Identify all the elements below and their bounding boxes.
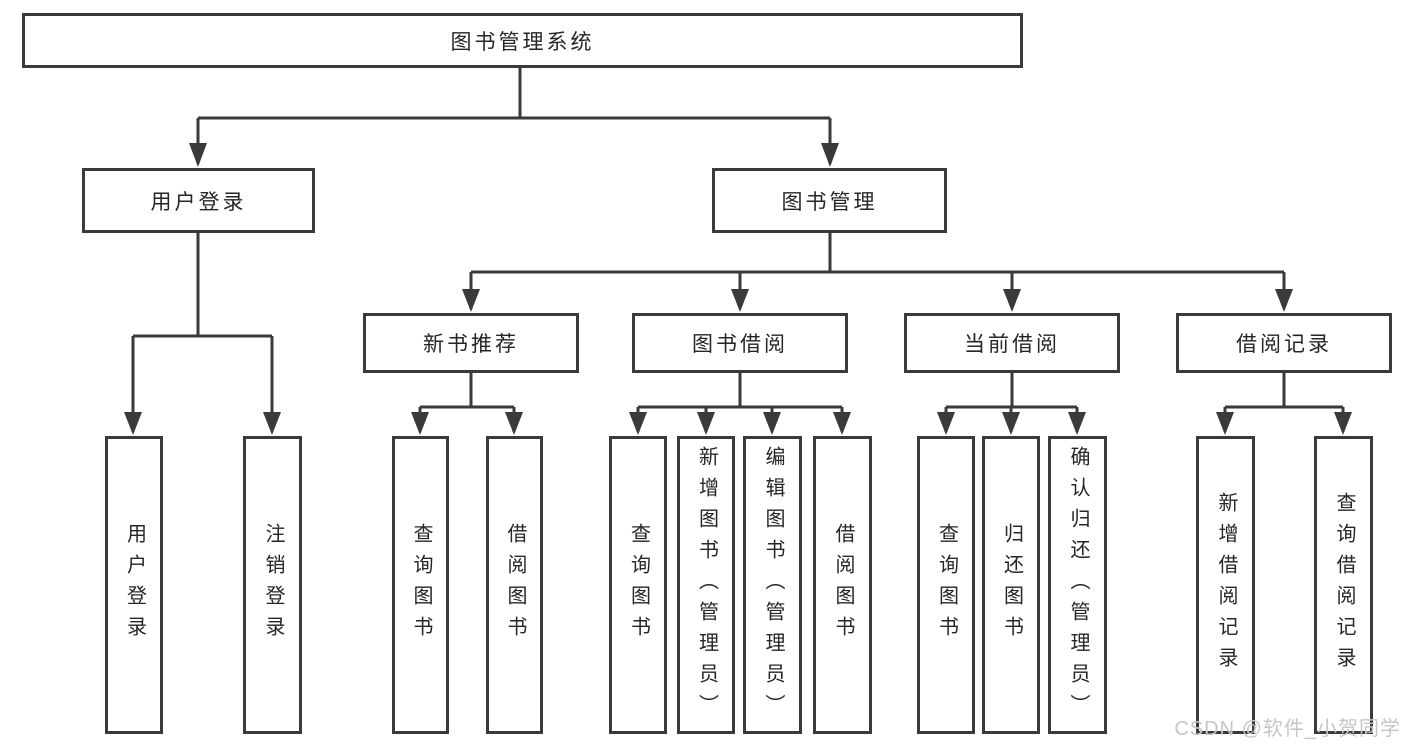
leaf-query-borrow-record-label: 查询借阅记录 bbox=[1333, 492, 1355, 678]
node-borrowing-records-label: 借阅记录 bbox=[1236, 333, 1332, 356]
node-current-borrowing-label: 当前借阅 bbox=[964, 333, 1060, 356]
leaf-user-login-label: 用户登录 bbox=[123, 523, 146, 647]
leaf-return-books: 归还图书 bbox=[982, 436, 1040, 734]
leaf-recommend-query-books: 查询图书 bbox=[392, 436, 449, 734]
leaf-edit-books-admin-label: 编辑图书（管理员） bbox=[762, 445, 784, 725]
node-new-book-recommendation: 新书推荐 bbox=[363, 313, 579, 373]
leaf-user-login: 用户登录 bbox=[105, 436, 163, 734]
node-book-borrowing: 图书借阅 bbox=[632, 313, 848, 373]
leaf-confirm-return-admin-label: 确认归还（管理员） bbox=[1067, 445, 1089, 725]
node-borrowing-records: 借阅记录 bbox=[1176, 313, 1392, 373]
leaf-return-books-label: 归还图书 bbox=[1000, 523, 1023, 647]
node-user-login-label: 用户登录 bbox=[150, 190, 247, 214]
leaf-recommend-borrow-books: 借阅图书 bbox=[486, 436, 543, 734]
leaf-current-query-books-label: 查询图书 bbox=[935, 523, 958, 647]
leaf-add-books-admin: 新增图书（管理员） bbox=[677, 436, 735, 734]
node-book-management-label: 图书管理 bbox=[781, 190, 878, 214]
node-book-management: 图书管理 bbox=[712, 168, 947, 233]
node-new-book-recommendation-label: 新书推荐 bbox=[423, 333, 519, 356]
leaf-query-borrow-record: 查询借阅记录 bbox=[1314, 436, 1373, 734]
node-current-borrowing: 当前借阅 bbox=[904, 313, 1120, 373]
node-user-login: 用户登录 bbox=[82, 168, 315, 233]
leaf-logout: 注销登录 bbox=[243, 436, 302, 734]
leaf-borrowing-borrow-books-label: 借阅图书 bbox=[832, 523, 854, 647]
leaf-current-query-books: 查询图书 bbox=[917, 436, 975, 734]
leaf-recommend-query-books-label: 查询图书 bbox=[410, 523, 432, 647]
node-book-borrowing-label: 图书借阅 bbox=[692, 333, 788, 356]
node-library-system-label: 图书管理系统 bbox=[450, 30, 595, 54]
leaf-add-borrow-record-label: 新增借阅记录 bbox=[1215, 492, 1237, 678]
leaf-add-borrow-record: 新增借阅记录 bbox=[1196, 436, 1255, 734]
node-library-system: 图书管理系统 bbox=[22, 13, 1023, 68]
leaf-recommend-borrow-books-label: 借阅图书 bbox=[504, 523, 526, 647]
leaf-borrowing-query-books-label: 查询图书 bbox=[627, 523, 650, 647]
leaf-edit-books-admin: 编辑图书（管理员） bbox=[743, 436, 802, 734]
leaf-add-books-admin-label: 新增图书（管理员） bbox=[695, 445, 718, 725]
leaf-confirm-return-admin: 确认归还（管理员） bbox=[1048, 436, 1107, 734]
arrowheads bbox=[124, 143, 1352, 435]
leaf-borrowing-borrow-books: 借阅图书 bbox=[813, 436, 872, 734]
leaf-borrowing-query-books: 查询图书 bbox=[609, 436, 667, 734]
leaf-logout-label: 注销登录 bbox=[262, 523, 284, 647]
csdn-watermark: CSDN @软件_小贺同学 bbox=[1174, 718, 1401, 740]
